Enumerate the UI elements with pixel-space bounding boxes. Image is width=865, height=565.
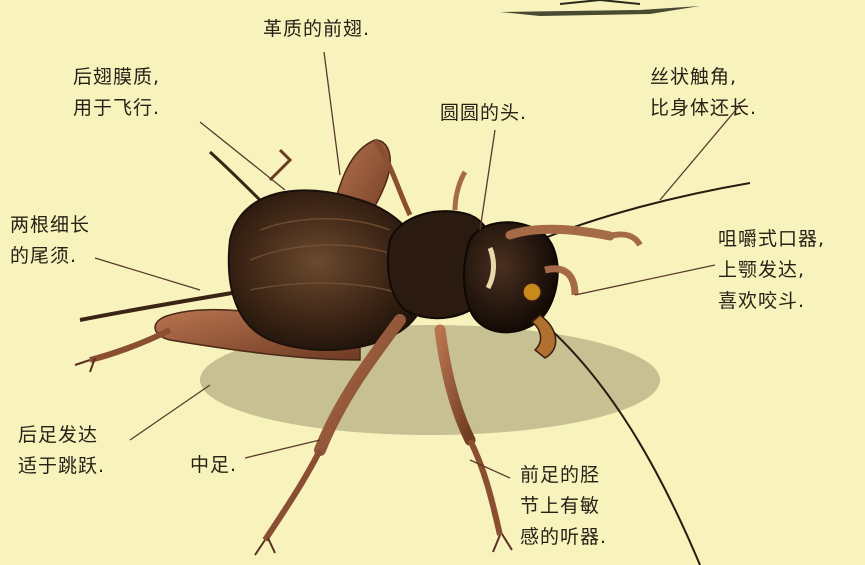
pointer-forewing <box>324 52 340 175</box>
label-mouthparts: 咀嚼式口器, 上颚发达, 喜欢咬斗. <box>718 224 825 317</box>
label-midleg: 中足. <box>190 450 237 481</box>
label-line: 丝状触角, <box>650 62 757 93</box>
label-line: 比身体还长. <box>650 93 757 124</box>
label-line: 上颚发达, <box>718 255 825 286</box>
label-line: 中足. <box>190 450 237 481</box>
label-line: 感的听器. <box>520 522 607 553</box>
label-line: 节上有敏 <box>520 491 607 522</box>
label-line: 用于飞行. <box>73 93 160 124</box>
label-line: 的尾须. <box>10 241 90 272</box>
label-hindwing: 后翅膜质, 用于飞行. <box>73 62 160 124</box>
pointer-cerci <box>95 258 200 290</box>
label-foreleg: 前足的胫 节上有敏 感的听器. <box>520 460 607 553</box>
label-head: 圆圆的头. <box>440 98 527 129</box>
label-antenna: 丝状触角, 比身体还长. <box>650 62 757 124</box>
label-line: 圆圆的头. <box>440 98 527 129</box>
label-line: 适于跳跃. <box>18 451 105 482</box>
label-forewing: 革质的前翅. <box>263 14 370 45</box>
top-sketch-fragment <box>500 0 700 16</box>
label-line: 咀嚼式口器, <box>718 224 825 255</box>
pointer-hindleg <box>130 385 210 440</box>
pointer-mouthparts <box>575 265 715 295</box>
label-line: 后翅膜质, <box>73 62 160 93</box>
label-line: 革质的前翅. <box>263 14 370 45</box>
label-line: 前足的胫 <box>520 460 607 491</box>
pointer-midleg <box>245 440 320 458</box>
pointer-head <box>480 130 495 230</box>
label-line: 两根细长 <box>10 210 90 241</box>
front-leg-upper-small <box>455 172 465 210</box>
label-line: 喜欢咬斗. <box>718 286 825 317</box>
label-cerci: 两根细长 的尾须. <box>10 210 90 272</box>
pointer-foreleg <box>470 460 510 478</box>
eye <box>523 283 541 301</box>
label-hindleg: 后足发达 适于跳跃. <box>18 420 105 482</box>
label-line: 后足发达 <box>18 420 105 451</box>
